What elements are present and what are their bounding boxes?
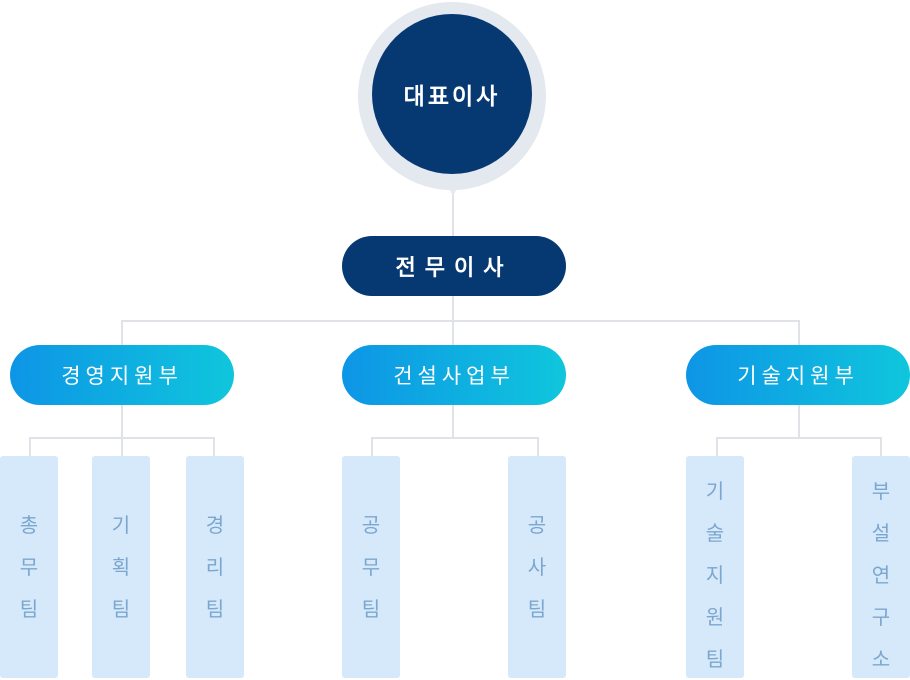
connector-div2-bar (371, 437, 539, 439)
connector-team1-1 (29, 437, 31, 457)
managing-director-label: 전무이사 (395, 256, 513, 281)
connector-div3-bar (716, 437, 882, 439)
connector-team2-1 (371, 437, 373, 457)
division-label: 건설사업부 (393, 364, 515, 388)
division-label: 경영지원부 (61, 364, 183, 388)
connector-div1-down (121, 405, 123, 457)
connector-div1-up (121, 320, 123, 345)
division-label: 기술지원부 (737, 364, 859, 388)
connector-div3-down (798, 405, 800, 437)
managing-director-node: 전무이사 (342, 236, 566, 296)
connector-division-bar (121, 320, 800, 322)
connector-div1-bar (29, 437, 215, 439)
connector-team1-3 (213, 437, 215, 457)
connector-div3-up (798, 320, 800, 345)
connector-div2-down (452, 405, 454, 437)
connector-team3-2 (880, 437, 882, 457)
division-management-support: 경영지원부 (10, 345, 234, 405)
ceo-node: 대표이사 (372, 14, 532, 174)
connector-team2-2 (537, 437, 539, 457)
connector-team3-1 (716, 437, 718, 457)
division-technical-support: 기술지원부 (686, 345, 910, 405)
ceo-label: 대표이사 (403, 84, 501, 110)
connector-ceo-md (452, 190, 454, 236)
division-construction: 건설사업부 (342, 345, 566, 405)
ceo-pointer (445, 180, 461, 196)
